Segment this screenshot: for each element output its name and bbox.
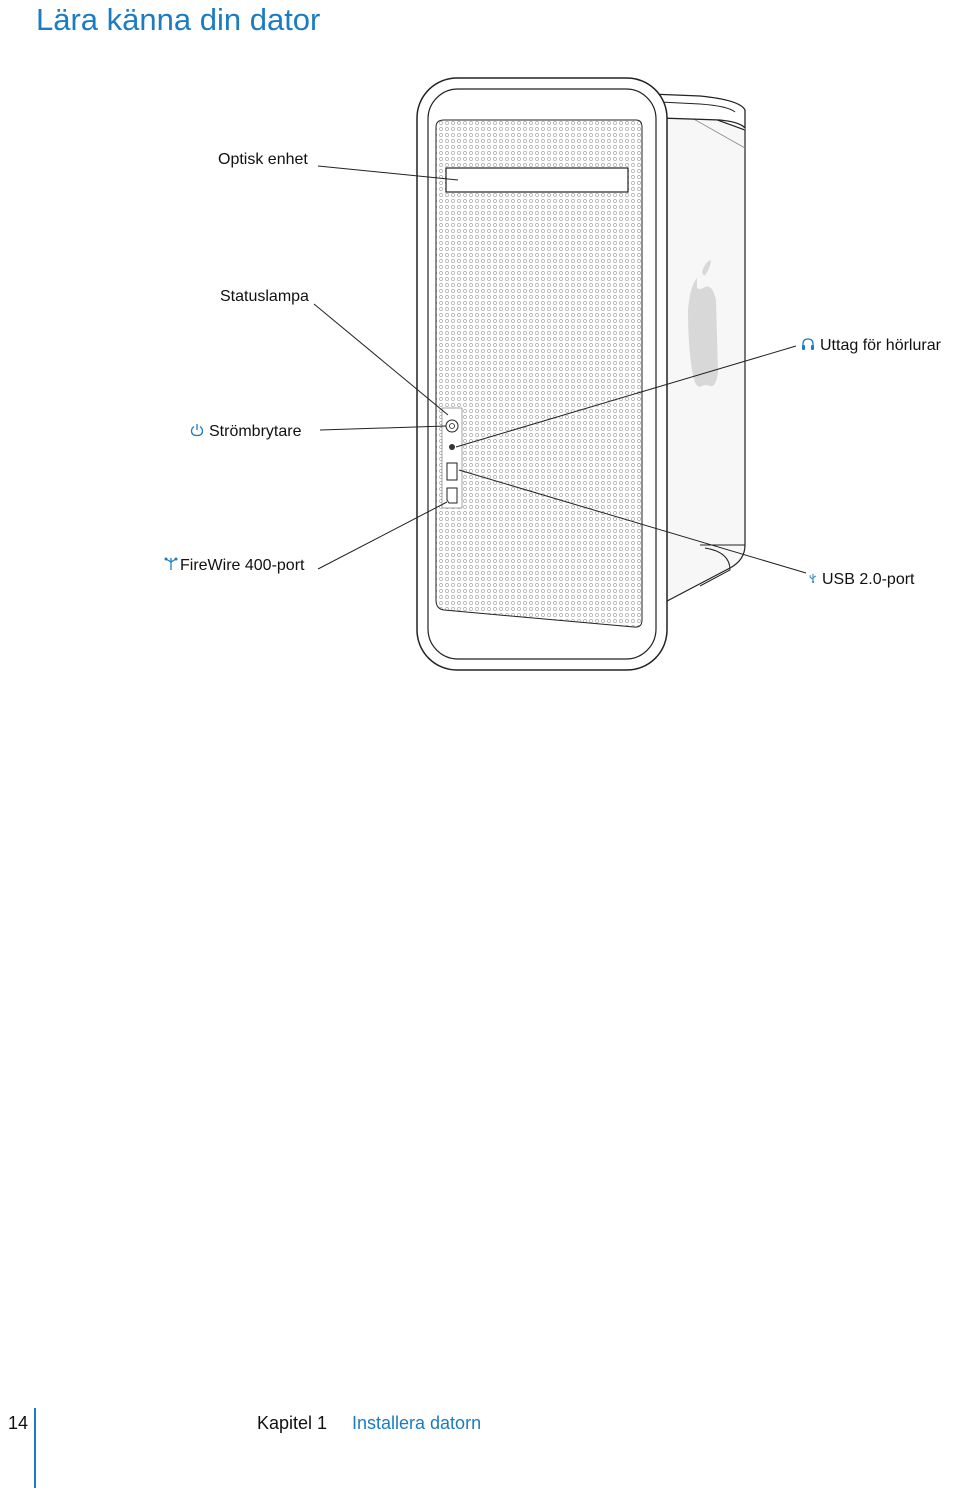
headphone-port-label: Uttag för hörlurar: [801, 336, 941, 356]
firewire-port-label: FireWire 400-port: [164, 556, 304, 576]
headphone-jack-shape: [449, 444, 455, 450]
usb-port-shape: [446, 462, 458, 481]
port-panel: [441, 407, 463, 509]
firewire-port-shape: [446, 487, 458, 504]
computer-illustration: [313, 77, 807, 671]
headphone-icon: [802, 338, 814, 350]
apple-logo: [688, 278, 718, 387]
status-light-label: Statuslampa: [220, 288, 309, 305]
chapter-title: Installera datorn: [352, 1413, 482, 1433]
usb-icon: [809, 573, 817, 583]
power-icon: [190, 424, 204, 437]
power-button-label: Strömbrytare: [190, 422, 301, 442]
front-grille: [435, 119, 643, 628]
optical-drive-label: Optisk enhet: [218, 151, 308, 168]
usb-port-label: USB 2.0-port: [808, 570, 914, 590]
power-button-shape: [445, 419, 459, 433]
chapter-label: Kapitel 1: [257, 1413, 328, 1433]
page-title: Lära känna din dator: [36, 2, 321, 37]
firewire-icon: [164, 557, 178, 570]
optical-drive-slot: [445, 167, 629, 193]
page-number: 14: [7, 1413, 28, 1433]
footer-divider: [34, 1408, 36, 1488]
